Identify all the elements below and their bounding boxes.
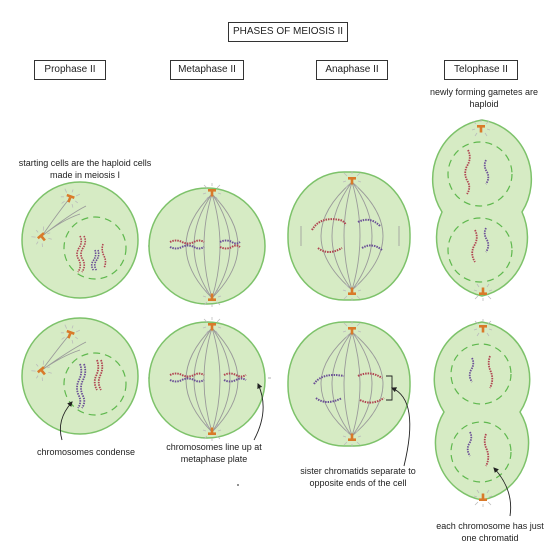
metaphase-cell-top [148,182,266,308]
note-line-up: chromosomes line up at metaphase plate [166,442,262,464]
phase-label-metaphase: Metaphase II [170,60,244,80]
anaphase-cell-bottom [287,320,411,467]
prophase-cell-bottom [21,317,139,441]
telophase-cell-bottom [433,318,531,517]
note-gametes-haploid: newly forming gametes are haploid [429,87,539,109]
metaphase-cell-bottom [148,316,272,442]
diagram-title: PHASES OF MEIOSIS II [228,22,348,42]
note-separate: sister chromatids separate to opposite e… [300,466,416,488]
prophase-cell-top [21,181,139,299]
note-haploid-start: starting cells are the haploid cells mad… [18,158,152,180]
stray-dot [237,484,239,486]
phase-label-anaphase: Anaphase II [316,60,388,80]
note-one-chromatid: each chromosome has just one chromatid [436,521,544,543]
telophase-cell-top [431,118,533,302]
anaphase-cell-top [287,170,411,302]
note-condense: chromosomes condense [36,447,136,457]
phase-label-telophase: Telophase II [444,60,518,80]
phase-label-prophase: Prophase II [34,60,106,80]
